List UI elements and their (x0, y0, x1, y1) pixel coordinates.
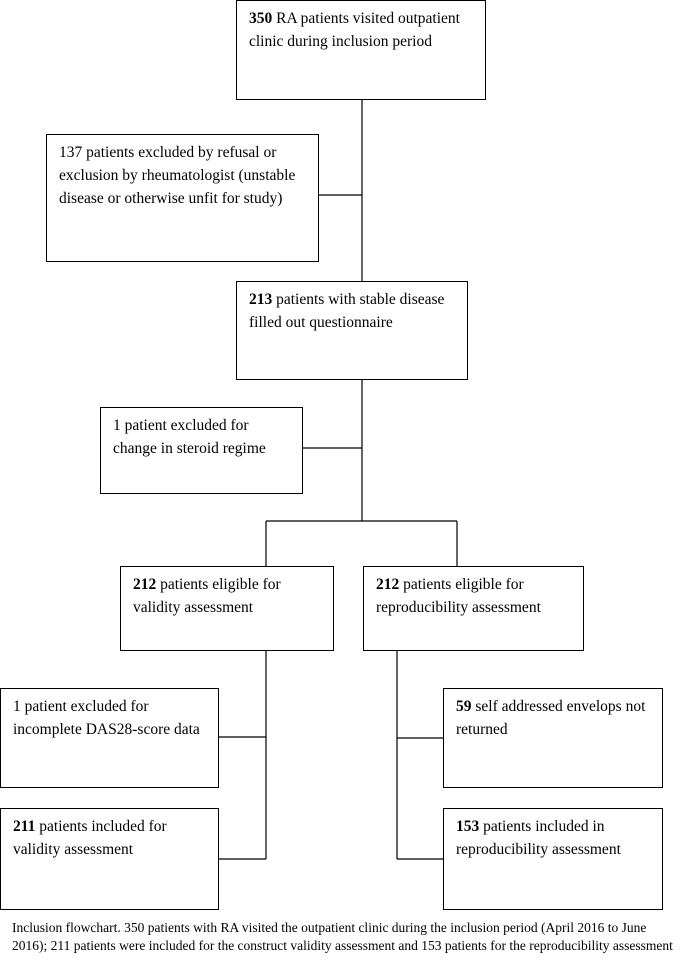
text-included-reproducibility: patients included in reproducibility ass… (456, 818, 621, 858)
box-included-reproducibility: 153 patients included in reproducibility… (443, 808, 663, 910)
box-stable-disease: 213 patients with stable disease filled … (236, 281, 468, 380)
box-excluded-refusal: 137 patients excluded by refusal or excl… (46, 134, 319, 262)
box-eligible-validity: 212 patients eligible for validity asses… (120, 566, 334, 651)
box-excluded-steroid: 1 patient excluded for change in steroid… (100, 407, 303, 494)
box-not-returned: 59 self addressed envelops not returned (443, 688, 663, 788)
text-visited: RA patients visited outpatient clinic du… (249, 10, 460, 50)
text-included-validity: patients included for validity assessmen… (13, 818, 167, 858)
count-not-returned: 59 (456, 698, 472, 715)
box-eligible-reproducibility: 212 patients eligible for reproducibilit… (363, 566, 584, 651)
count-eligible-reproducibility: 212 (376, 576, 400, 593)
count-included-reproducibility: 153 (456, 818, 480, 835)
figure-caption: Inclusion flowchart. 350 patients with R… (12, 920, 673, 953)
count-visited: 350 (249, 10, 273, 27)
count-stable: 213 (249, 291, 273, 308)
box-excluded-das28: 1 patient excluded for incomplete DAS28-… (0, 688, 219, 788)
text-excluded-steroid: 1 patient excluded for change in steroid… (113, 417, 266, 457)
box-visited-clinic: 350 RA patients visited outpatient clini… (236, 0, 486, 100)
text-excluded-refusal: 137 patients excluded by refusal or excl… (59, 144, 296, 207)
text-stable: patients with stable disease filled out … (249, 291, 445, 331)
box-included-validity: 211 patients included for validity asses… (0, 808, 219, 910)
text-eligible-validity: patients eligible for validity assessmen… (133, 576, 281, 616)
count-included-validity: 211 (13, 818, 36, 835)
text-eligible-reproducibility: patients eligible for reproducibility as… (376, 576, 541, 616)
text-not-returned: self addressed envelops not returned (456, 698, 646, 738)
text-excluded-das28: 1 patient excluded for incomplete DAS28-… (13, 698, 200, 738)
count-eligible-validity: 212 (133, 576, 157, 593)
